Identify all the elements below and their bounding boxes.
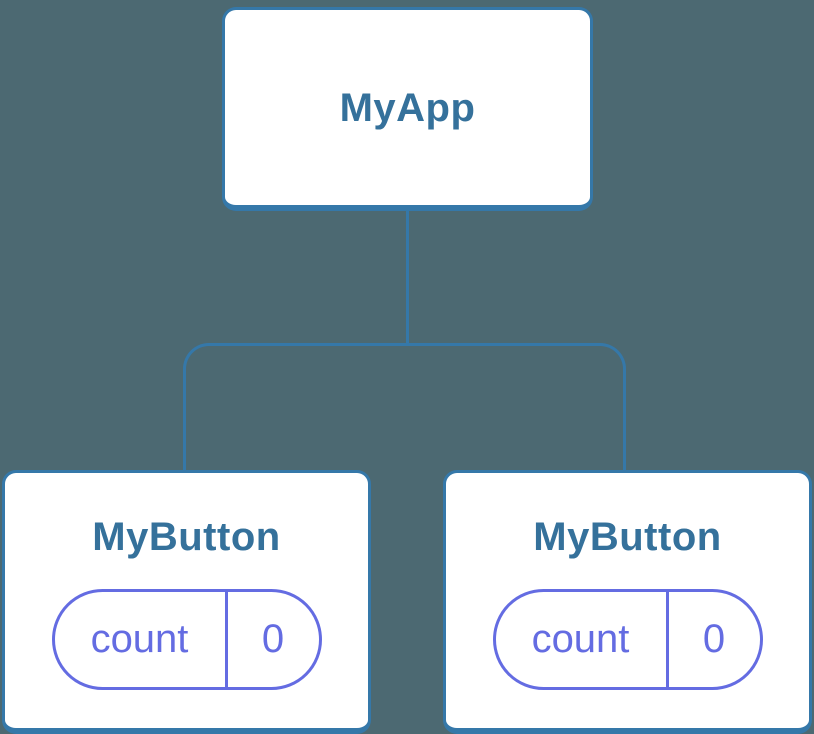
state-pill-divider [224, 592, 228, 687]
state-pill: count 0 [492, 589, 763, 690]
child-node-label: MyButton [533, 515, 722, 559]
tree-node-root: MyApp [222, 7, 593, 211]
state-pill: count 0 [51, 589, 322, 690]
connector-branch-bracket [183, 343, 626, 470]
connector-root-stem [406, 210, 409, 345]
root-node-label: MyApp [339, 85, 476, 130]
state-pill-divider [665, 592, 669, 687]
state-value: 0 [261, 617, 285, 661]
state-value: 0 [702, 617, 726, 661]
child-node-label: MyButton [92, 515, 281, 559]
tree-node-child-2: MyButton count 0 [443, 470, 812, 734]
state-key: count [90, 617, 189, 661]
tree-node-child-1: MyButton count 0 [2, 470, 371, 734]
state-key: count [531, 617, 630, 661]
